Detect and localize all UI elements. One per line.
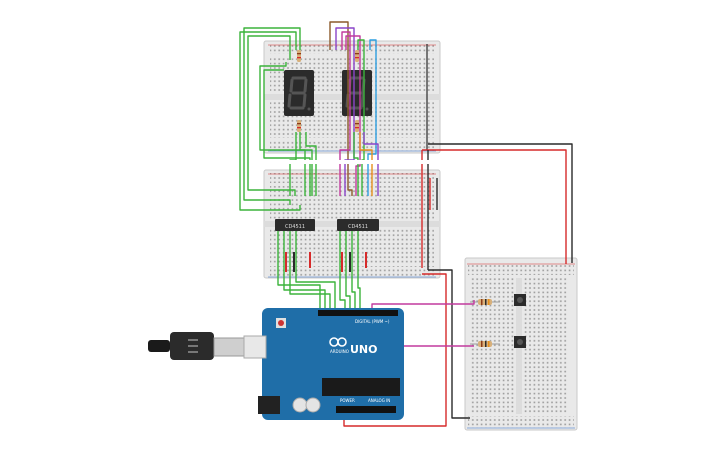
resistor-button-top bbox=[470, 299, 500, 305]
resistor-button-bottom bbox=[470, 341, 500, 347]
wires-displays bbox=[239, 21, 379, 211]
arduino-model: UNO bbox=[350, 343, 378, 356]
driver-chip-right: CD4511 bbox=[337, 219, 379, 231]
usb-cable-icon bbox=[148, 332, 267, 360]
arduino-board: UNO ARDUINO DIGITAL (PWM ~) POWER ANALOG… bbox=[258, 308, 404, 420]
power-jack[interactable] bbox=[258, 396, 280, 414]
right-breadboard bbox=[464, 257, 578, 431]
power-label: POWER bbox=[340, 398, 355, 403]
analog-label: ANALOG IN bbox=[368, 398, 390, 403]
seven-segment-display-left bbox=[284, 70, 314, 116]
digital-label: DIGITAL (PWM ~) bbox=[355, 319, 390, 324]
arduino-brand: ARDUINO bbox=[330, 349, 349, 354]
chip-label-right: CD4511 bbox=[348, 224, 368, 230]
chip-label-left: CD4511 bbox=[285, 224, 305, 230]
top-breadboard-resistors bbox=[297, 50, 359, 132]
infinity-logo-icon bbox=[329, 337, 347, 347]
driver-chip-left: CD4511 bbox=[275, 219, 315, 231]
seven-segment-display-right bbox=[342, 70, 372, 116]
board-gap bbox=[264, 160, 440, 164]
wires-chips-to-arduino bbox=[277, 231, 367, 312]
microcontroller-chip bbox=[322, 378, 400, 396]
